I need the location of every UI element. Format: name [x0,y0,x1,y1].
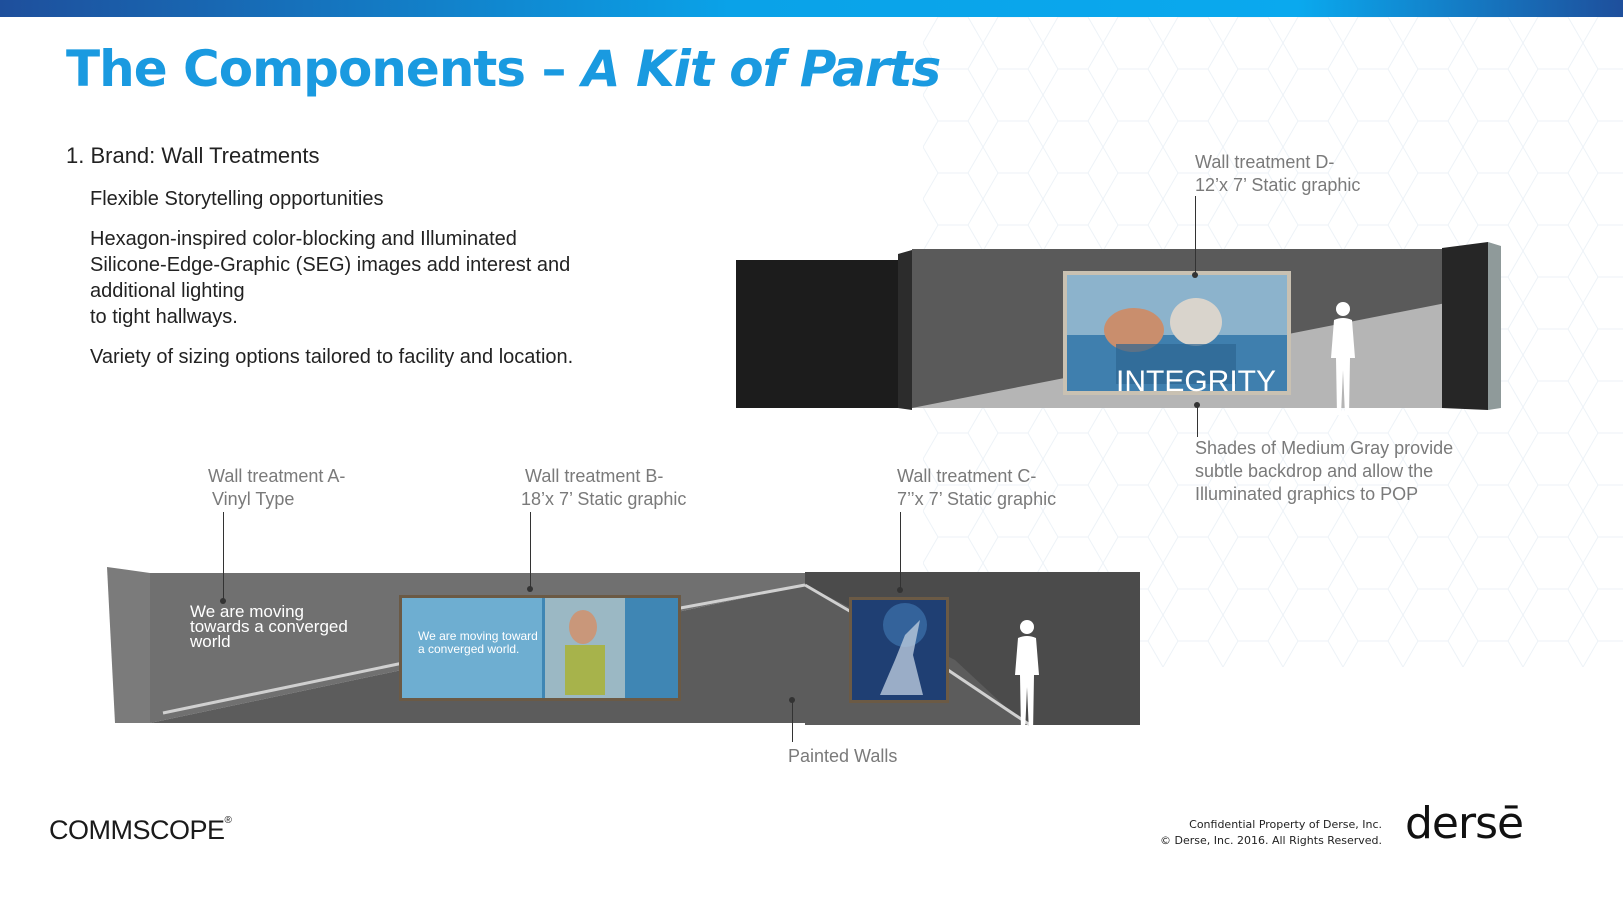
title-italic: A Kit of Parts [581,40,941,98]
callout-line-a [223,512,224,602]
confidential-notice: Confidential Property of Derse, Inc. © D… [1159,818,1382,847]
commscope-logo-text: COMMSCOPE [49,815,225,845]
callout-dot-b [527,586,533,592]
person-silhouette-lower [1015,620,1039,733]
callout-line-shades [1197,405,1198,437]
top-accent-bar [0,0,1623,17]
callout-line-painted [792,700,793,742]
label-shades-of-gray: Shades of Medium Gray provide subtle bac… [1195,438,1454,504]
section-heading: 1. Brand: Wall Treatments [66,143,320,168]
commscope-logo: COMMSCOPE® [49,815,232,846]
label-painted-walls: Painted Walls [788,746,898,766]
vinyl-text-line: We are moving [190,602,304,621]
panel-b-text-line: We are moving toward [418,629,538,643]
title-main: The Components [66,40,526,98]
callout-line-c [900,512,901,591]
paragraph-sizing: Variety of sizing options tailored to fa… [90,346,574,368]
callout-line-d [1195,196,1196,275]
callout-dot-d [1192,272,1198,278]
vinyl-text-line: towards a converged [190,617,348,636]
label-wall-treatment-b: Wall treatment B- 18’x 7’ Static graphic [521,466,687,509]
para-line: Hexagon-inspired color-blocking and Illu… [90,228,517,250]
label-wall-treatment-c: Wall treatment C- 7’’x 7’ Static graphic [897,466,1057,509]
wall-rendering-upper: INTEGRITY [736,242,1501,415]
para-line: Silicone-Edge-Graphic (SEG) images add i… [90,254,571,276]
person-silhouette-upper [1331,302,1355,415]
para-line: additional lighting [90,280,245,302]
paragraph-storytelling: Flexible Storytelling opportunities [90,188,384,210]
slide-title: The Components – A Kit of Parts [66,40,941,98]
title-separator: – [525,40,582,98]
registered-mark: ® [224,815,232,826]
panel-b-text-line: a converged world. [418,642,519,656]
vinyl-text-line: world [189,632,231,651]
label-wall-treatment-d: Wall treatment D- 12’x 7’ Static graphic [1195,152,1361,195]
callout-line-b [530,512,531,589]
wall-rendering-lower: We are moving towards a converged world … [107,567,1140,733]
derse-logo: dersē [1405,798,1524,849]
paragraph-hexagon: Hexagon-inspired color-blocking and Illu… [90,226,570,330]
callout-dot-c [897,587,903,593]
para-line: to tight hallways. [90,306,238,328]
callout-dot-a [220,598,226,604]
label-wall-treatment-a: Wall treatment A- Vinyl Type [208,466,346,509]
integrity-graphic-text: INTEGRITY [1116,365,1276,398]
